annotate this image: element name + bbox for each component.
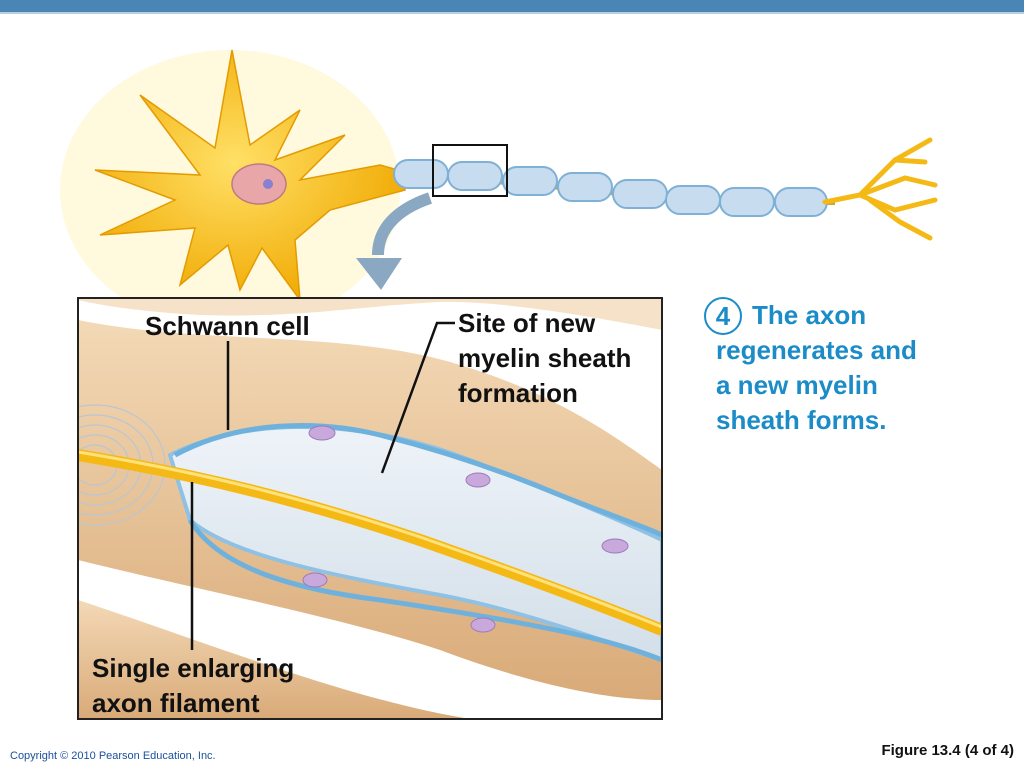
leader-line-site [380,321,455,474]
myelin-segments [393,159,828,217]
nucleus [231,163,287,205]
neuron-illustration [60,49,938,720]
step-number-badge: 4 [704,297,742,335]
axon-terminals [822,137,938,241]
label-site-of-new-myelin: Site of new myelin sheath formation [458,308,632,408]
header-bar-line [0,12,1024,14]
zoom-arrow-head [356,258,402,290]
nucleolus [263,179,273,189]
figure-caption: Figure 13.4 (4 of 4) [881,742,1014,759]
copyright-text: Copyright © 2010 Pearson Education, Inc. [10,750,216,762]
step-description: The axon regenerates and a new myelin sh… [716,300,917,435]
zoomed-panel [78,298,662,719]
label-schwann-cell: Schwann cell [145,311,310,341]
zoomed-panel-border [77,297,663,720]
label-single-enlarging-axon: Single enlarging axon filament [92,653,295,718]
magnification-box [432,144,508,197]
header-bar [0,0,1024,12]
zoom-arrow [372,192,433,256]
